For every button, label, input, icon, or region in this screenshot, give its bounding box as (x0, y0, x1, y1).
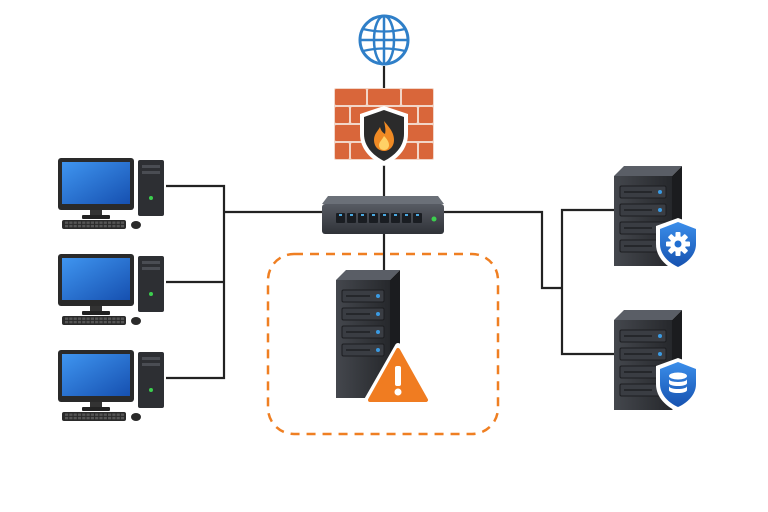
database-shield-icon (656, 358, 700, 412)
switch-status-led (431, 216, 437, 222)
pc-tower-icon (138, 256, 164, 312)
workstation-2 (58, 254, 164, 325)
keyboard-icon (62, 316, 126, 325)
network-switch-icon (322, 196, 444, 234)
mouse-icon (131, 221, 141, 229)
pc-tower-icon (138, 160, 164, 216)
switch-port (380, 213, 389, 223)
switch-port (336, 213, 345, 223)
warning-icon (363, 343, 433, 405)
desktop-computer-icon (58, 350, 134, 411)
switch-port (358, 213, 367, 223)
link-app-server (560, 208, 614, 356)
pc-tower-icon (138, 352, 164, 408)
keyboard-icon (62, 412, 126, 421)
workstation-3 (58, 350, 164, 421)
firewall-icon (334, 88, 434, 166)
switch-port (347, 213, 356, 223)
flame-shield-icon (360, 106, 408, 166)
switch-port (391, 213, 400, 223)
desktop-computer-icon (58, 158, 134, 219)
switch-port (413, 213, 422, 223)
isolated-zone-boundary (266, 252, 500, 436)
switch-ports (336, 213, 422, 223)
network-links (166, 66, 614, 380)
link-switch-servers (444, 210, 562, 290)
desktop-computer-icon (58, 254, 134, 315)
workstation-1 (58, 158, 164, 229)
mouse-icon (131, 413, 141, 421)
mouse-icon (131, 317, 141, 325)
gear-shield-icon (656, 218, 700, 272)
switch-port (369, 213, 378, 223)
keyboard-icon (62, 220, 126, 229)
switch-port (402, 213, 411, 223)
globe-icon (358, 14, 410, 66)
